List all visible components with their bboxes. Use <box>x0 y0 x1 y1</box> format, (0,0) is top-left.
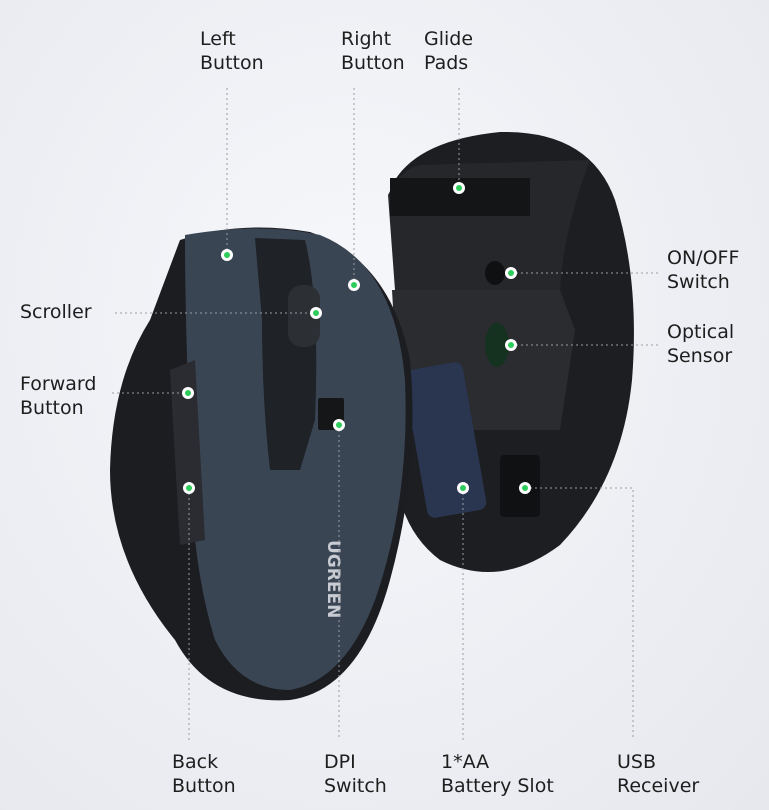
callout-dots <box>182 182 531 494</box>
label-left-button: Left Button <box>200 28 264 74</box>
label-usb-receiver: USB Receiver <box>617 751 700 797</box>
dot-back <box>183 482 195 494</box>
brand-logo: UGREEN <box>323 540 343 618</box>
label-right-button: Right Button <box>341 28 405 74</box>
leader-lines <box>112 88 660 740</box>
dot-left-button <box>221 249 233 261</box>
dot-scroller <box>310 307 322 319</box>
label-on-off-switch: ON/OFF Switch <box>667 247 740 293</box>
dot-battery <box>457 482 469 494</box>
label-forward-button: Forward Button <box>20 373 97 419</box>
mouse-underside <box>388 131 634 572</box>
dot-right-button <box>348 279 360 291</box>
label-battery-slot: 1*AA Battery Slot <box>441 751 554 797</box>
label-dpi-switch: DPI Switch <box>324 751 387 797</box>
dot-usb <box>519 482 531 494</box>
mouse-top: UGREEN <box>110 227 413 701</box>
dot-sensor <box>505 339 517 351</box>
dot-glide-pads <box>453 182 465 194</box>
label-optical-sensor: Optical Sensor <box>667 321 735 367</box>
dot-forward <box>182 387 194 399</box>
label-back-button: Back Button <box>172 751 236 797</box>
label-scroller: Scroller <box>20 301 92 323</box>
dot-dpi <box>333 419 345 431</box>
dot-on-off <box>505 267 517 279</box>
label-glide-pads: Glide Pads <box>424 28 474 74</box>
